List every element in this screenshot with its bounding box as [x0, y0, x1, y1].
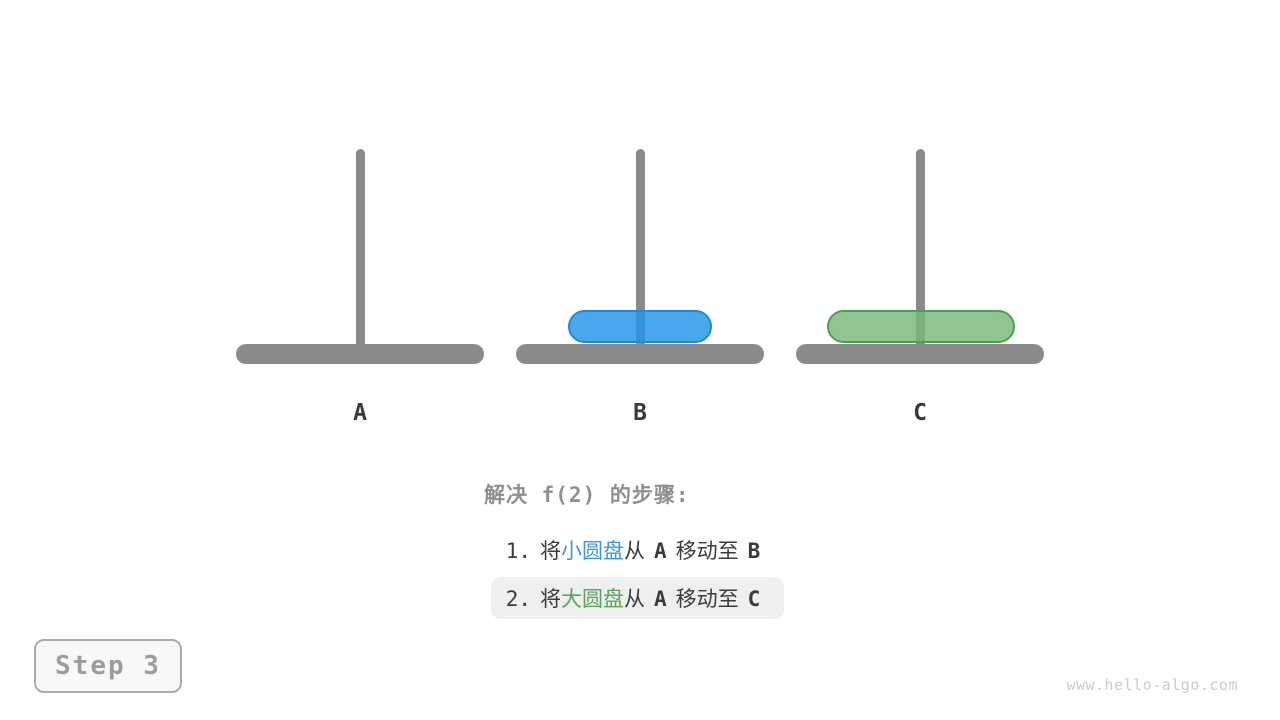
small-disk-word: 小圆盘: [560, 539, 624, 563]
step-verb: 将: [539, 587, 561, 611]
large-disk: [827, 310, 1015, 343]
small-disk: [568, 310, 712, 343]
steps-title: 解决 f(2) 的步骤:: [484, 483, 690, 507]
step-move-word: 移动至: [675, 539, 739, 563]
watermark: www.hello-algo.com: [1066, 676, 1238, 694]
step-from-peg: A: [653, 539, 667, 563]
large-disk-word: 大圆盘: [560, 587, 624, 611]
step-number: 2.: [505, 587, 531, 611]
peg-base-c: [796, 344, 1044, 364]
step-number: 1.: [505, 539, 531, 563]
peg-label-a: A: [353, 400, 367, 426]
step-from-word: 从: [623, 539, 645, 563]
step-counter-badge: Step 3: [34, 639, 182, 693]
step-to-peg: C: [747, 587, 761, 611]
peg-base-b: [516, 344, 764, 364]
step-from-word: 从: [623, 587, 645, 611]
step-verb: 将: [539, 539, 561, 563]
peg-rod-c: [916, 149, 925, 354]
step-from-peg: A: [653, 587, 667, 611]
peg-label-c: C: [913, 400, 927, 426]
peg-label-b: B: [633, 400, 647, 426]
peg-rod-a: [356, 149, 365, 354]
peg-rod-b: [636, 149, 645, 354]
step-to-peg: B: [747, 539, 761, 563]
step-move-word: 移动至: [675, 587, 739, 611]
peg-base-a: [236, 344, 484, 364]
